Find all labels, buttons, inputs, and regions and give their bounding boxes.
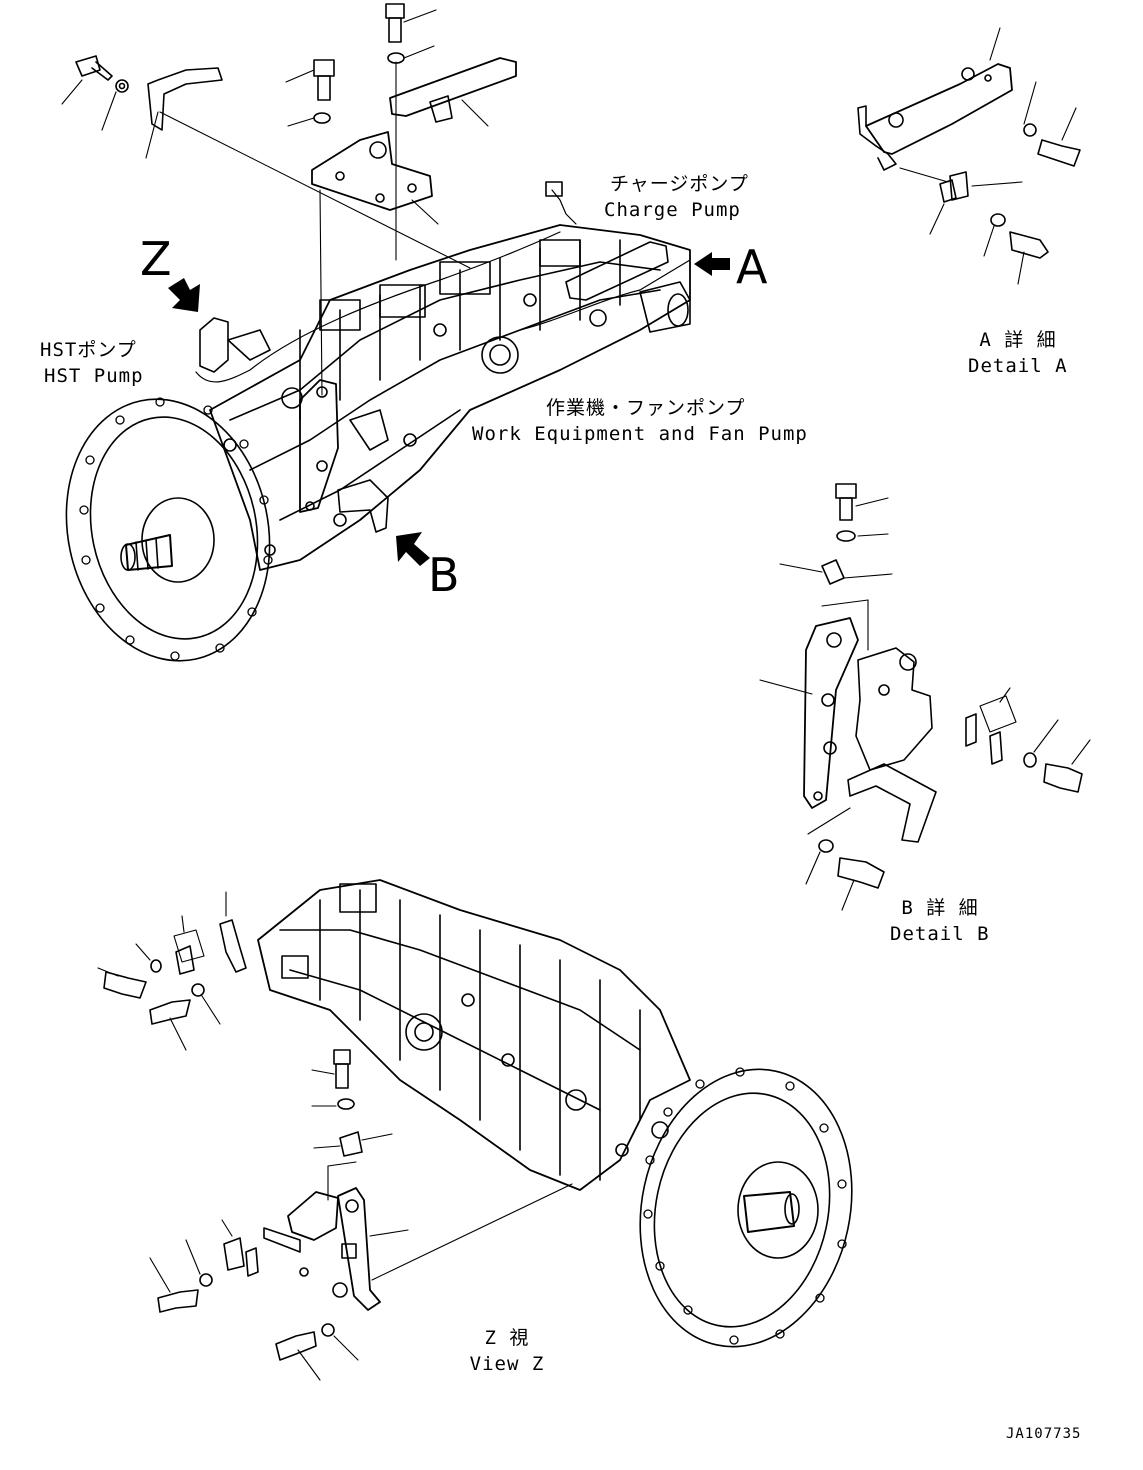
charge-pump-label-en: Charge Pump — [604, 199, 741, 221]
detail-a-label-jp: A 詳 細 — [979, 329, 1057, 351]
detail-a-label-en: Detail A — [968, 355, 1068, 377]
view-z-label-jp: Z 視 — [484, 1327, 530, 1349]
view-z-letter: Z — [140, 232, 172, 286]
hst-pump-label-en: HST Pump — [44, 365, 144, 387]
main-pump-assembly — [65, 111, 691, 662]
detail-b-label-en: Detail B — [890, 923, 990, 945]
hst-pump-label-jp: HSTポンプ — [40, 339, 137, 361]
view-z-label-en: View Z — [469, 1353, 545, 1375]
view-a-letter: A — [736, 240, 768, 294]
view-z-drawing — [97, 879, 853, 1381]
charge-pump-label-jp: チャージポンプ — [610, 173, 749, 195]
arrow-a-icon — [694, 252, 730, 276]
work-pump-label-en: Work Equipment and Fan Pump — [472, 423, 808, 445]
detail-b-drawing — [759, 483, 1091, 911]
work-pump-label-jp: 作業機・ファンポンプ — [546, 397, 746, 419]
arrow-z-icon — [168, 278, 200, 312]
top-exploded-parts — [61, 3, 517, 261]
drawing-number: JA107735 — [1006, 1426, 1082, 1442]
arrow-b-icon — [396, 532, 430, 566]
view-b-letter: B — [428, 548, 460, 602]
detail-a-drawing — [857, 27, 1081, 285]
detail-b-label-jp: B 詳 細 — [901, 897, 979, 919]
view-arrows — [168, 252, 730, 566]
